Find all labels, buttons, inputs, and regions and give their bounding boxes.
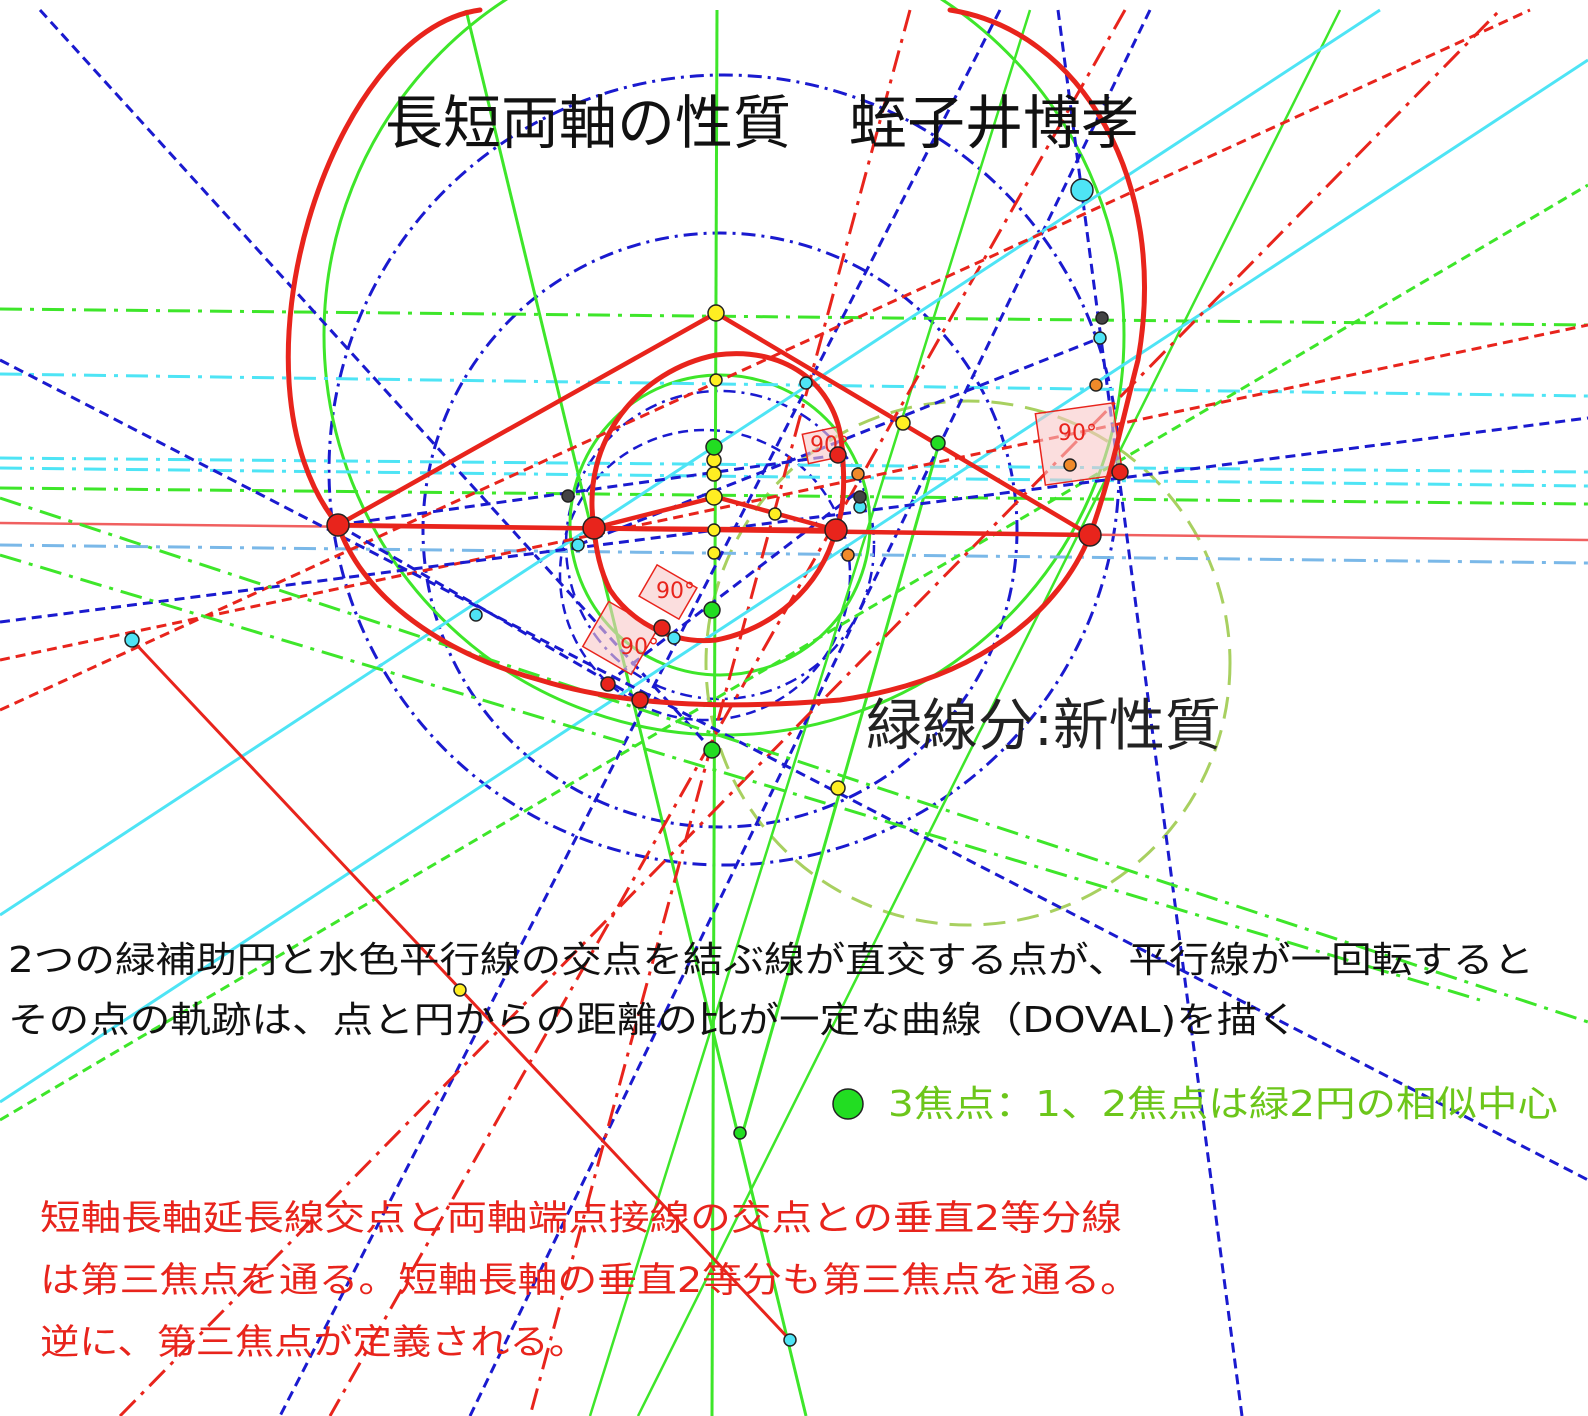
note-line-1: 短軸長軸延長線交点と両軸端点接線の交点との垂直2等分線 (40, 1199, 1122, 1239)
green-dashdot-diagonal (0, 496, 1588, 1024)
cyan-solid-diagonal-1 (0, 8, 1381, 917)
orange-point-3 (851, 467, 865, 481)
red-point-tangent (1111, 463, 1129, 481)
yellow-point-mid (768, 507, 782, 521)
cyan-point-far-left (124, 632, 140, 648)
dark-point-2 (561, 489, 575, 503)
blue-circle-inner-dashdot (564, 389, 876, 701)
yellow-point-axis-3 (706, 466, 722, 482)
red-point-right-vertex (1078, 523, 1102, 547)
yellow-point-lower (830, 780, 846, 796)
green-dashdot-horizontal-mid (0, 486, 1588, 506)
blue-circle-small (558, 428, 852, 722)
red-dashdot-steep-2 (328, 9, 1127, 1416)
yellow-point-center (705, 488, 723, 506)
diagram-subtitle: 緑線分:新性質 (866, 694, 1221, 759)
red-point-upper (829, 446, 847, 464)
green-dashdot-diagonal-2 (0, 553, 1481, 1002)
red-dashed-diagonal-2 (0, 323, 1588, 662)
yellow-point-axis-1 (709, 373, 723, 387)
red-point-lower-2 (631, 691, 649, 709)
cyan-point-right-1 (1093, 331, 1107, 345)
blue-dashed-chord-1 (337, 453, 839, 527)
red-dashdot-steep (528, 9, 912, 1416)
green-point-focus-2 (703, 601, 721, 619)
steep-lines (38, 8, 1342, 1416)
green-point-third-focus (703, 741, 721, 759)
red-point-inner-right (824, 518, 848, 542)
cyan-solid-diagonal-2 (0, 58, 1588, 1104)
red-dashdot-diagonal (118, 8, 1502, 1416)
green-point-right (930, 435, 946, 451)
note-line-2: は第三焦点を通る。短軸長軸の垂直2等分も第三焦点を通る。 (40, 1261, 1140, 1301)
blue-dashed-chord-4 (605, 488, 861, 686)
blue-dashed-steep-2 (468, 9, 1152, 1416)
cyan-dashdot-horizontal-3 (0, 466, 1588, 488)
cyan-dashdot-horizontal-2 (0, 456, 1588, 474)
yellow-point-axis-4 (707, 523, 721, 537)
red-point-lower-3 (600, 676, 616, 692)
green-dashdot-horizontal-top (0, 307, 1588, 327)
note-line-3: 逆に、第三焦点が定義される。 (40, 1323, 588, 1363)
red-point-lower-1 (653, 619, 671, 637)
blue-circle-middle (421, 231, 1019, 829)
cyan-point-upper (799, 376, 813, 390)
legend-marker-green-point (832, 1088, 864, 1120)
yellow-point-right (895, 415, 911, 431)
yellow-point-axis-5 (707, 546, 721, 560)
description-line-2: その点の軌跡は、点と円からの距離の比が一定な曲線（DOVAL)を描く (8, 1000, 1298, 1041)
diagram-title: 長短両軸の性質 蛭子井博孝 (385, 89, 1139, 157)
dark-point-1 (1095, 311, 1109, 325)
blue-dashed-long-diagonal (0, 358, 1588, 1182)
angle-label-2: 90° (1058, 421, 1097, 446)
description-line-1: 2つの緑補助円と水色平行線の交点を結ぶ線が直交する点が、平行線が一回転すると (8, 940, 1534, 981)
green-point-focus-1 (705, 438, 723, 456)
orange-point-2 (1063, 458, 1077, 472)
cyan-point-large (1070, 178, 1094, 202)
cyan-point-lower-left (469, 608, 483, 622)
green-point-bottom (733, 1126, 747, 1140)
green-line-right-long (636, 9, 1342, 1416)
diagonal-lines (0, 8, 1588, 1416)
orange-point-1 (1089, 378, 1103, 392)
green-circle-large (322, 0, 1126, 737)
cyan-dashdot-horizontal (0, 372, 1588, 398)
minor-axis-green-line (710, 9, 719, 1416)
cyan-point-bottom (783, 1333, 797, 1347)
points (124, 178, 1129, 1347)
cyan-point-lower (667, 631, 681, 645)
cyan-point-left (571, 538, 585, 552)
blue-dashed-right-vertical (1056, 9, 1244, 1416)
outer-red-doval (285, 7, 1147, 708)
orange-point-4 (841, 548, 855, 562)
inner-red-doval (589, 351, 847, 644)
angle-label-4: 90° (620, 635, 659, 660)
text-layer: 長短両軸の性質 蛭子井博孝 緑線分:新性質 2つの緑補助円と水色平行線の交点を結… (8, 89, 1558, 1363)
green-dashed-diagonal (0, 183, 1588, 1122)
angle-label-3: 90° (656, 579, 695, 604)
green-line-left-steep (464, 9, 808, 1416)
right-angle-marker-3 (638, 563, 698, 621)
legend-text: 3焦点：1、2焦点は緑2円の相似中心 (888, 1084, 1558, 1125)
cyan-dashdot-horizontal-low (0, 543, 1588, 565)
yellow-point-apex (707, 304, 725, 322)
light-green-dashed-circle (704, 399, 1232, 927)
dark-point-3 (853, 490, 867, 504)
red-point-inner-left (582, 516, 606, 540)
blue-dashed-steep (278, 9, 1002, 1416)
red-point-left-vertex (326, 513, 350, 537)
yellow-point-text (453, 983, 467, 997)
blue-dashed-chord-2 (337, 523, 641, 702)
horizontal-lines (0, 307, 1588, 565)
red-dashed-diagonal (0, 8, 1531, 712)
